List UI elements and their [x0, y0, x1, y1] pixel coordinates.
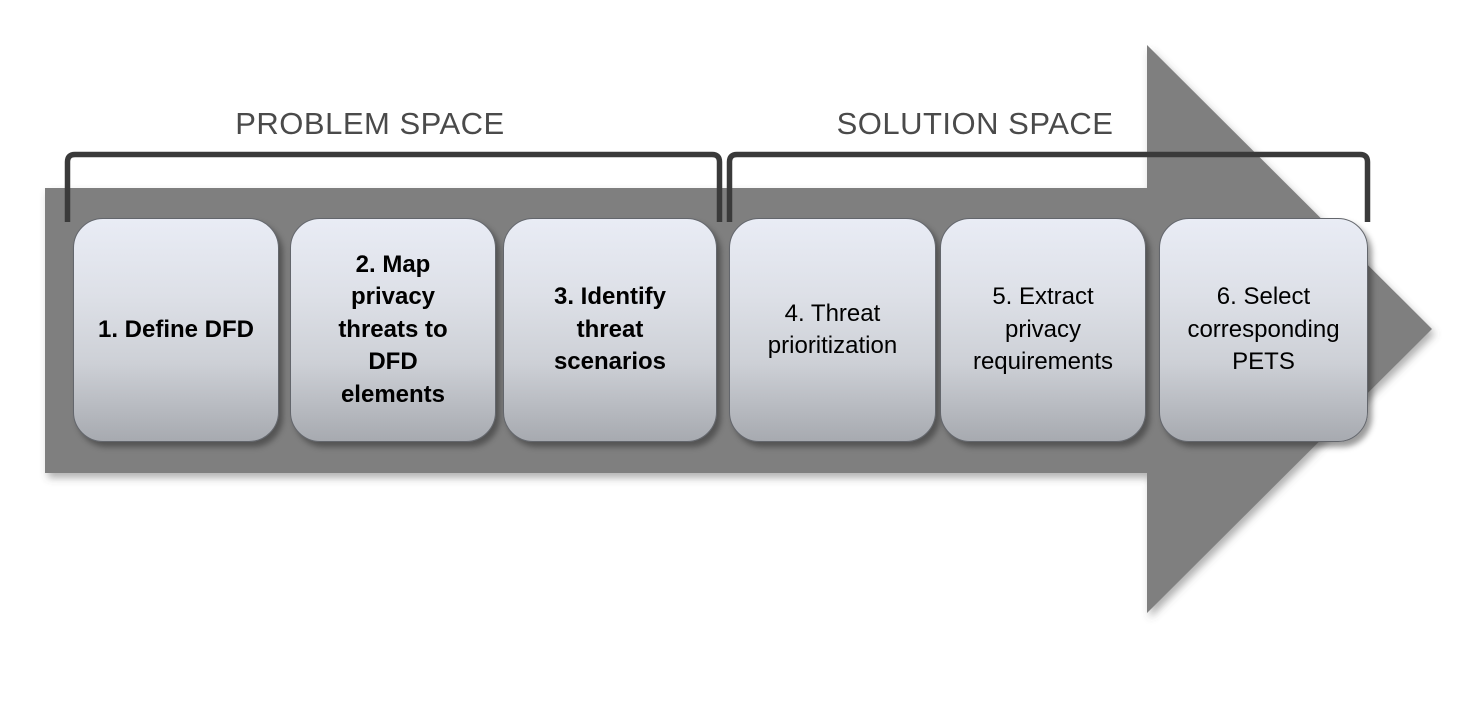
step-4-label: 4. Threat prioritization [767, 299, 898, 359]
step-6-label: 6. Select corresponding PETS [1187, 283, 1340, 376]
step-box-5: 5. Extract privacy requirements [940, 218, 1146, 442]
step-box-3: 3. Identify threat scenarios [503, 218, 717, 442]
solution-space-bracket [726, 151, 1371, 222]
step-3-label: 3. Identify threat scenarios [553, 283, 667, 376]
step-box-2: 2. Map privacy threats to DFD elements [290, 218, 496, 442]
step-box-1: 1. Define DFD [73, 218, 279, 442]
step-box-4: 4. Threat prioritization [729, 218, 936, 442]
step-box-6: 6. Select corresponding PETS [1159, 218, 1368, 442]
problem-space-label: PROBLEM SPACE [235, 106, 505, 141]
problem-space-bracket [64, 151, 723, 222]
step-2-label: 2. Map privacy threats to DFD elements [338, 251, 448, 408]
step-5-label: 5. Extract privacy requirements [972, 283, 1114, 376]
step-1-label: 1. Define DFD [97, 315, 255, 343]
solution-space-label: SOLUTION SPACE [836, 106, 1114, 141]
